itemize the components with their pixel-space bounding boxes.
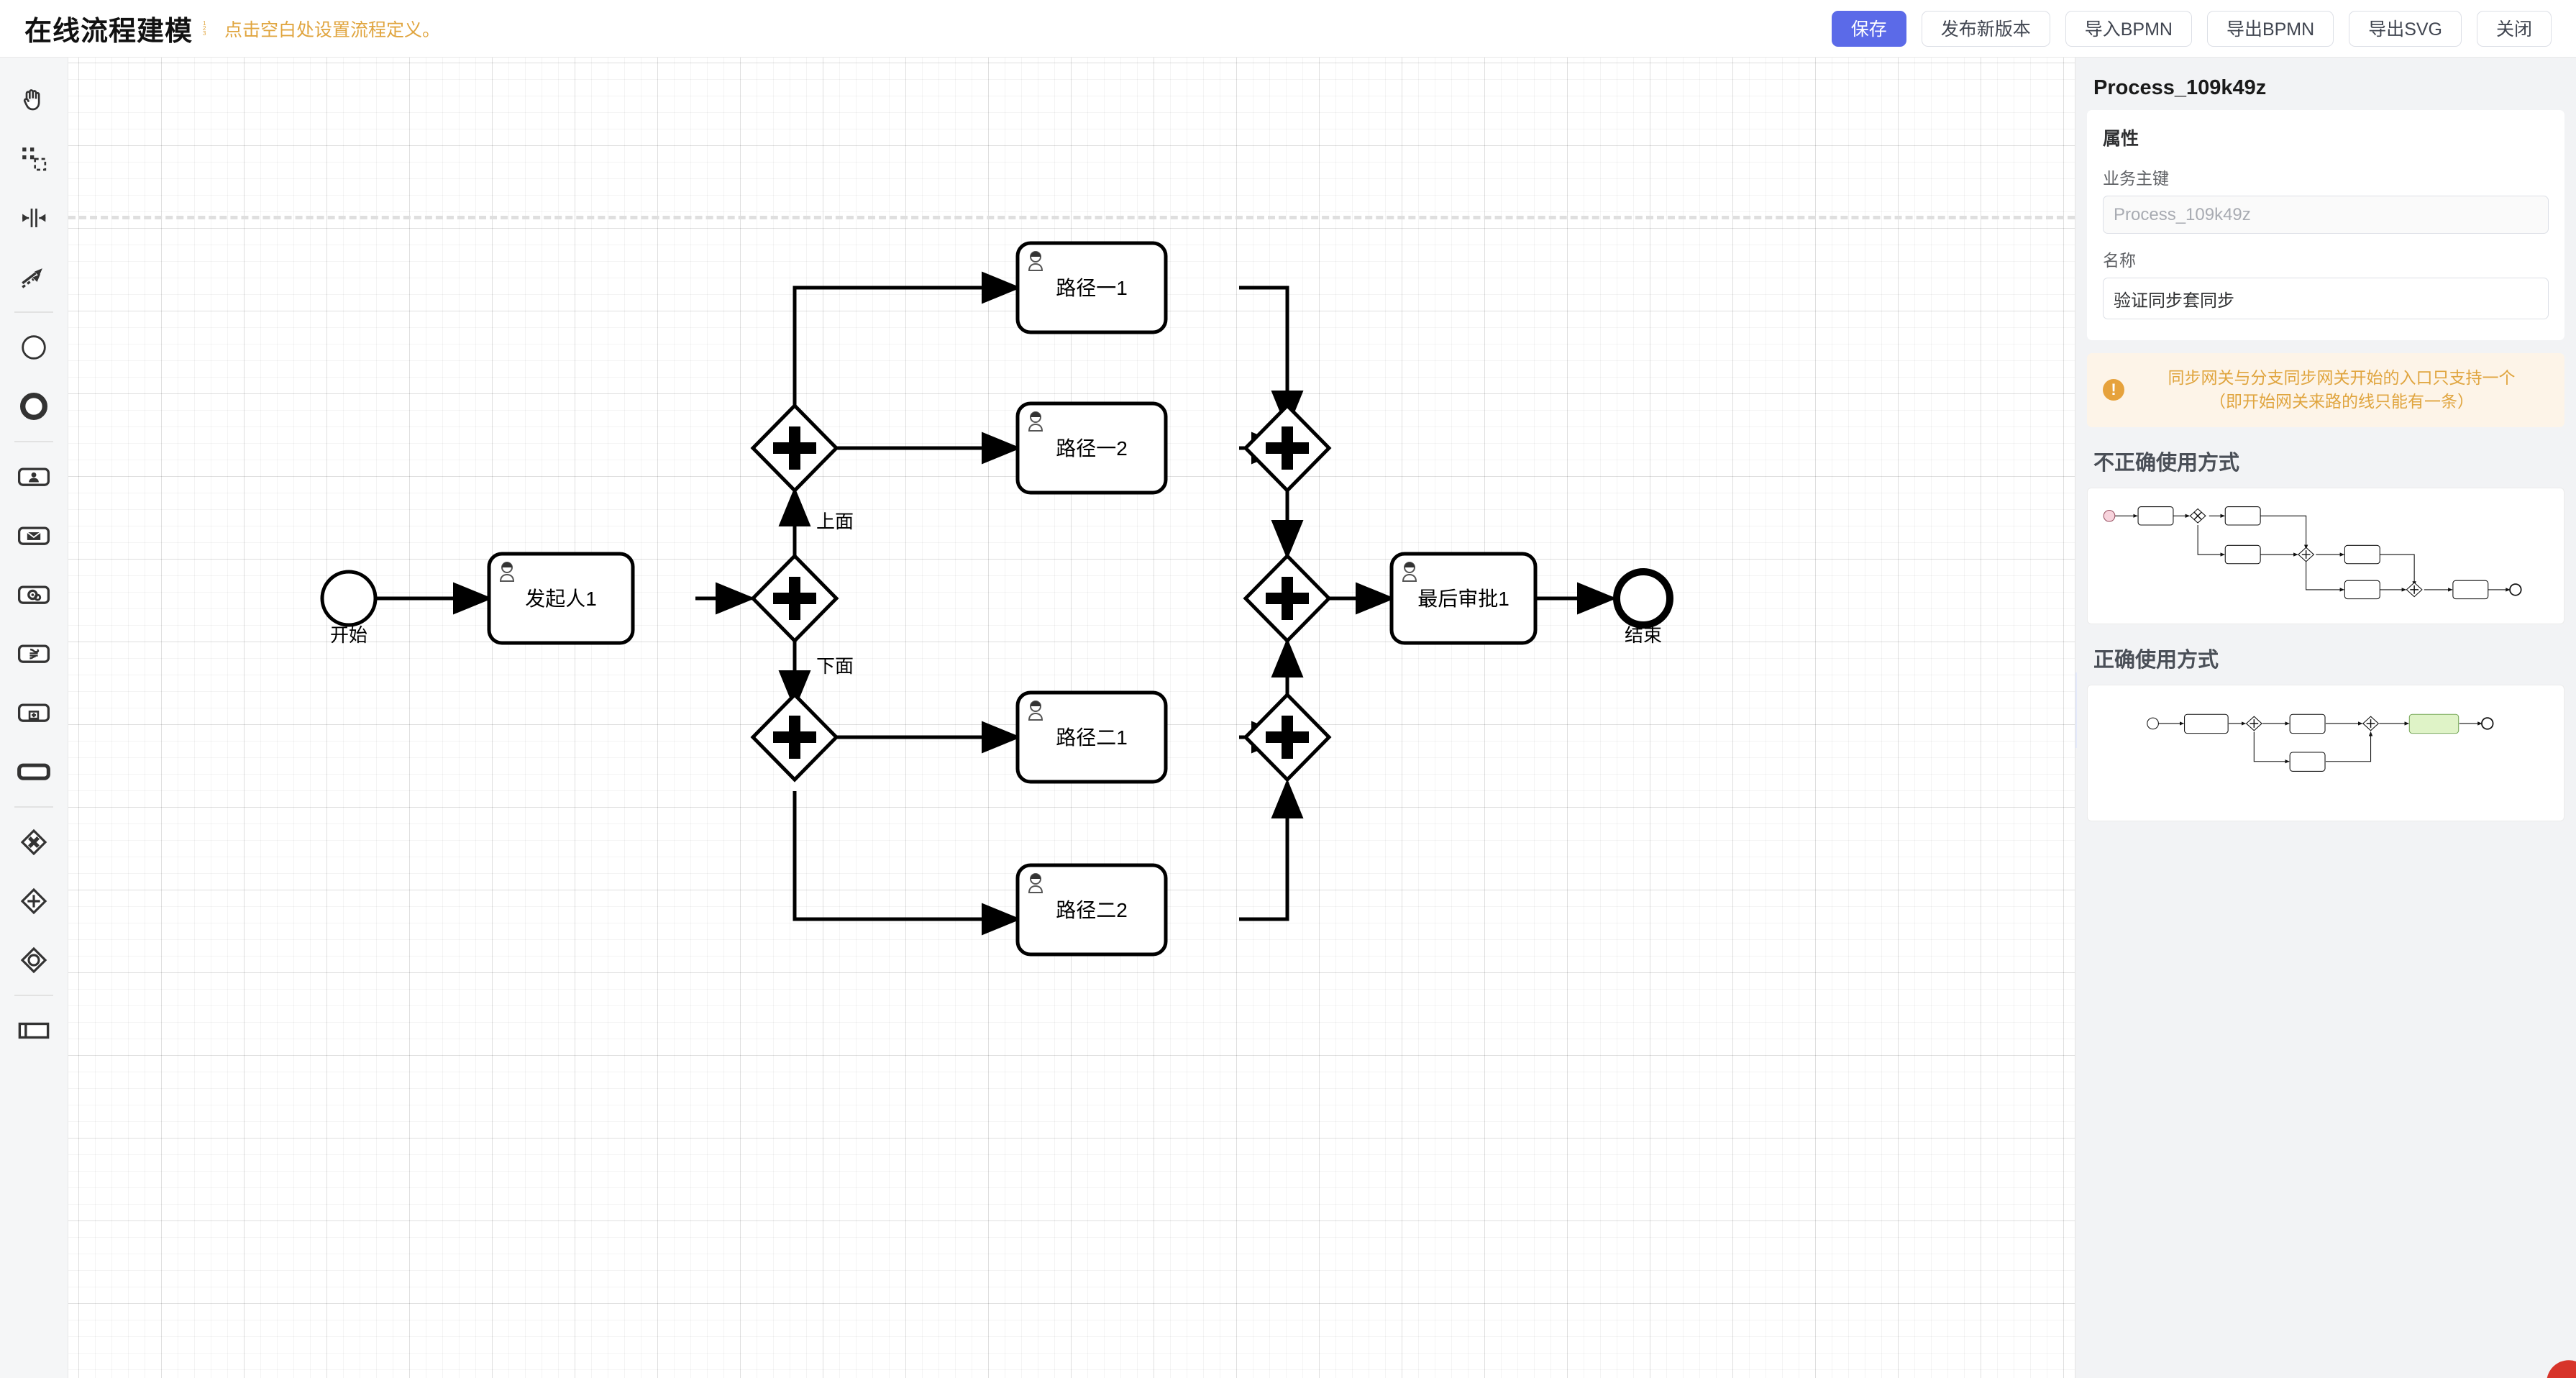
header-actions: 保存 发布新版本 导入BPMN 导出BPMN 导出SVG 关闭 xyxy=(1831,10,2552,47)
warning-exclamation-icon: ! xyxy=(2103,379,2124,401)
bpmn-task-path-b2[interactable]: 路径二2 xyxy=(1015,863,1168,957)
business-key-label: 业务主键 xyxy=(2103,169,2169,188)
warning-text: 同步网关与分支同步网关开始的入口只支持一个 （即开始网关来路的线只能有一条） xyxy=(2134,366,2549,414)
hand-tool-icon[interactable] xyxy=(8,70,60,129)
publish-version-button[interactable]: 发布新版本 xyxy=(1921,10,2050,47)
task-label-initiator: 发起人1 xyxy=(525,588,597,610)
lasso-tool-icon[interactable] xyxy=(8,129,60,188)
bpmn-task-final-approval[interactable]: 最后审批1 xyxy=(1389,552,1538,645)
header-hint-text: 点击空白处设置流程定义。 xyxy=(224,19,441,40)
bpmn-task-initiator[interactable]: 发起人1 xyxy=(487,552,635,645)
bpmn-task-path-a2[interactable]: 路径一2 xyxy=(1015,401,1168,495)
global-connect-tool-icon[interactable] xyxy=(8,247,60,306)
task-label-path-b1: 路径二1 xyxy=(1056,726,1128,749)
start-event-icon[interactable] xyxy=(8,318,60,377)
bpmn-end-event[interactable]: 结束 xyxy=(1613,568,1673,646)
sub-process-icon[interactable] xyxy=(8,683,60,742)
warning-line-2: （即开始网关来路的线只能有一条） xyxy=(2209,392,2474,411)
end-event-label: 结束 xyxy=(1625,624,1662,646)
process-name-label: 名称 xyxy=(2103,251,2136,270)
task-label-path-a1: 路径一1 xyxy=(1056,277,1128,299)
warning-line-1: 同步网关与分支同步网关开始的入口只支持一个 xyxy=(2168,368,2516,387)
edge-label-upper: 上面 xyxy=(816,511,854,532)
export-svg-button[interactable]: 导出SVG xyxy=(2349,10,2462,47)
user-task-icon[interactable] xyxy=(8,447,60,506)
task-label-final-approval: 最后审批1 xyxy=(1417,588,1509,610)
bpmn-parallel-gateway-split-main[interactable] xyxy=(750,553,839,644)
close-button[interactable]: 关闭 xyxy=(2476,10,2552,47)
palette-divider xyxy=(14,995,53,996)
bpmn-parallel-gateway-join-main[interactable] xyxy=(1243,553,1332,644)
bpmn-parallel-gateway-join-lower[interactable] xyxy=(1243,692,1332,782)
palette-divider xyxy=(14,441,53,442)
bpmn-parallel-gateway-split-lower[interactable] xyxy=(750,692,839,782)
palette-divider xyxy=(14,806,53,808)
incorrect-usage-diagram xyxy=(2103,506,2522,599)
correct-usage-diagram xyxy=(2147,713,2494,772)
edge-label-lower: 下面 xyxy=(816,655,854,677)
bpmn-task-path-a1[interactable]: 路径一1 xyxy=(1015,241,1168,334)
task-icon[interactable] xyxy=(8,742,60,801)
properties-panel: Process_109k49z 属性 业务主键 名称 ! 同步网关与分支同步网关… xyxy=(2075,58,2576,1378)
exclusive-gateway-icon[interactable] xyxy=(8,813,60,872)
properties-card: 属性 业务主键 名称 xyxy=(2087,110,2564,340)
bpmn-canvas[interactable]: 开始 发起人1 xyxy=(68,58,2075,1378)
start-event-label: 开始 xyxy=(330,624,367,646)
task-label-path-b2: 路径二2 xyxy=(1056,899,1128,921)
alignment-guide xyxy=(68,216,2075,219)
correct-usage-thumbnail[interactable] xyxy=(2087,684,2564,821)
panel-title: Process_109k49z xyxy=(2093,76,2267,99)
element-palette xyxy=(0,58,68,1378)
page-title: 在线流程建模 xyxy=(24,17,193,47)
pool-icon[interactable] xyxy=(8,1001,60,1060)
warning-banner: ! 同步网关与分支同步网关开始的入口只支持一个 （即开始网关来路的线只能有一条） xyxy=(2087,353,2564,427)
business-key-input[interactable] xyxy=(2103,196,2549,234)
bpmn-task-path-b1[interactable]: 路径二1 xyxy=(1015,690,1168,784)
bpmn-parallel-gateway-split-upper[interactable] xyxy=(750,403,839,493)
notification-badge[interactable] xyxy=(2547,1360,2576,1378)
export-bpmn-button[interactable]: 导出BPMN xyxy=(2206,10,2334,47)
service-task-icon[interactable] xyxy=(8,565,60,624)
end-event-icon[interactable] xyxy=(8,377,60,436)
space-tool-icon[interactable] xyxy=(8,188,60,247)
import-bpmn-button[interactable]: 导入BPMN xyxy=(2065,10,2192,47)
script-task-icon[interactable] xyxy=(8,624,60,683)
bpmn-start-event[interactable]: 开始 xyxy=(320,570,378,646)
parallel-gateway-icon[interactable] xyxy=(8,872,60,931)
send-task-icon[interactable] xyxy=(8,506,60,565)
bpmn-diagram[interactable]: 开始 发起人1 xyxy=(68,58,2075,1378)
save-button[interactable]: 保存 xyxy=(1831,10,1906,47)
inclusive-gateway-icon[interactable] xyxy=(8,931,60,990)
panel-collapse-handle[interactable] xyxy=(2075,672,2077,748)
task-label-path-a2: 路径一2 xyxy=(1056,437,1128,460)
properties-heading: 属性 xyxy=(2103,129,2139,149)
bpmn-parallel-gateway-join-upper[interactable] xyxy=(1243,403,1332,493)
palette-divider xyxy=(14,311,53,313)
incorrect-usage-heading: 不正确使用方式 xyxy=(2093,451,2240,475)
incorrect-usage-thumbnail[interactable] xyxy=(2087,487,2564,624)
process-name-input[interactable] xyxy=(2103,278,2549,319)
correct-usage-heading: 正确使用方式 xyxy=(2093,648,2219,672)
